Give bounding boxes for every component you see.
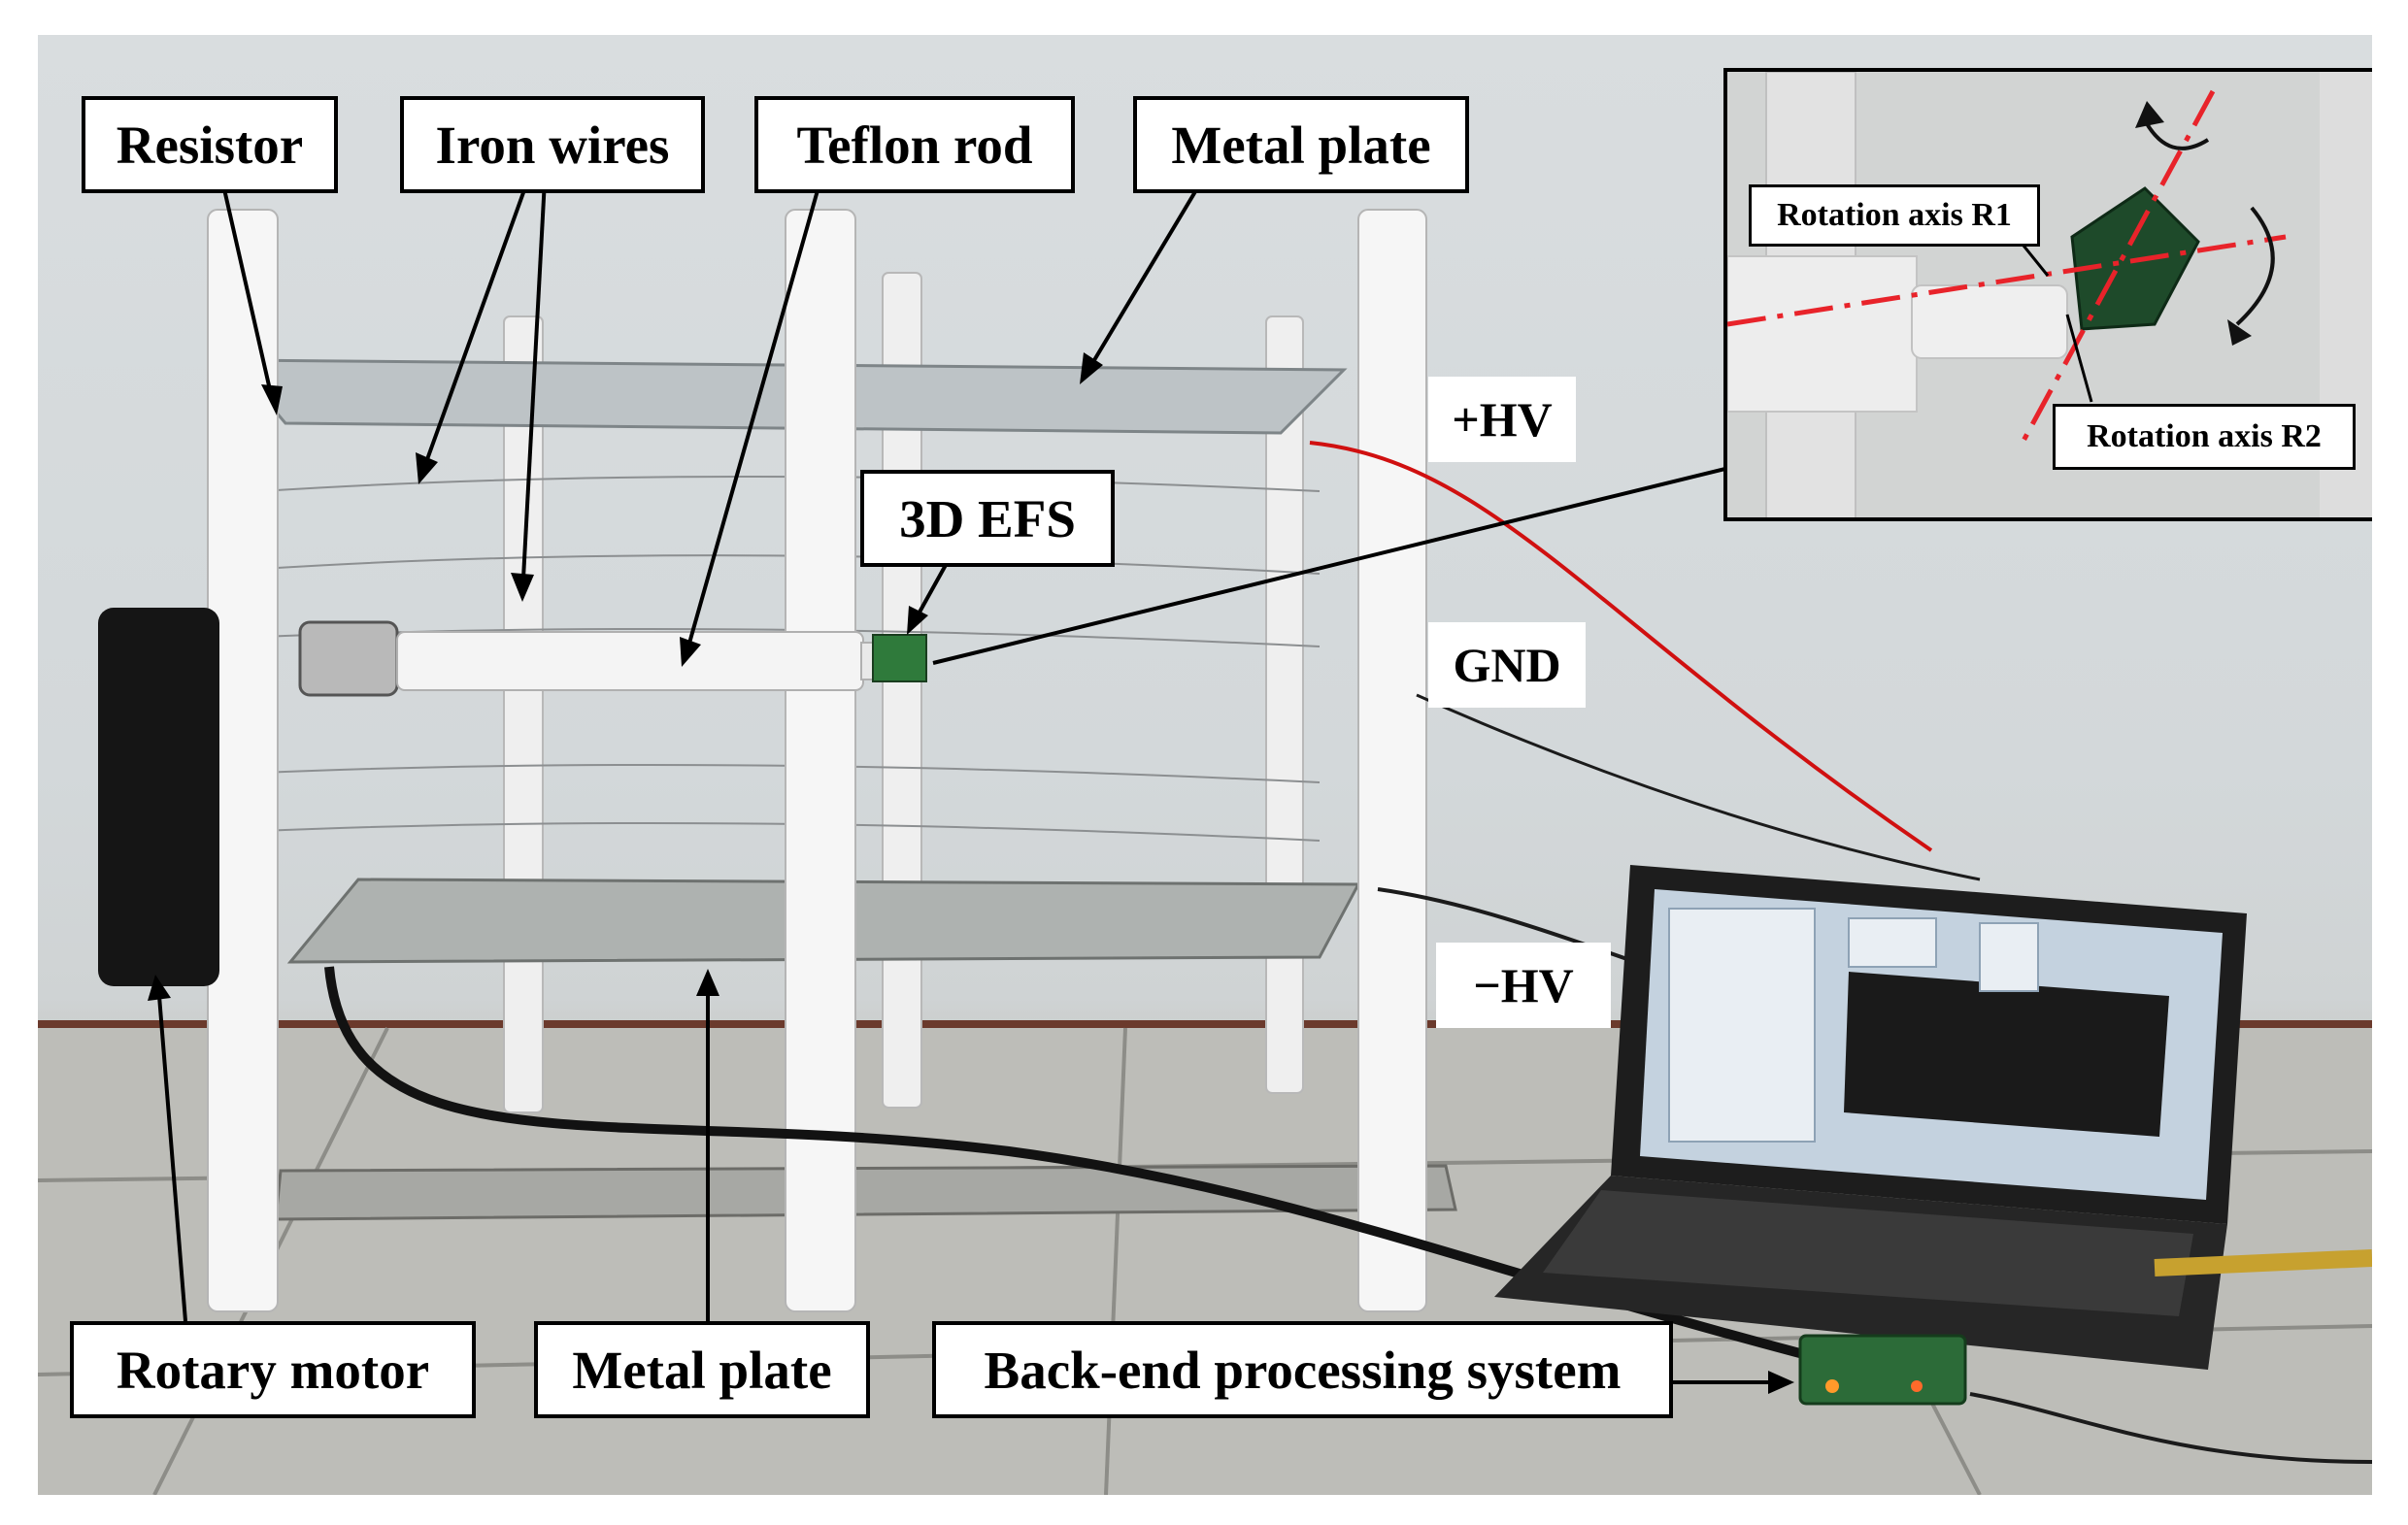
efs-sensor-board [872,634,927,682]
motor-coupling [298,620,399,697]
hv-positive-cable [1309,441,1933,852]
label-metal-plate-bottom: Metal plate [534,1321,870,1418]
inset-label-axis-r1: Rotation axis R1 [1749,184,2040,247]
label-rotary-motor: Rotary motor [70,1321,476,1418]
lab-scene-photo: Resistor Iron wires Teflon rod Metal pla… [38,35,2372,1495]
label-resistor: Resistor [82,96,338,193]
label-3d-efs: 3D EFS [860,470,1115,567]
label-iron-wires: Iron wires [400,96,705,193]
laptop-screen-panels [1668,908,2039,1143]
sensor-closeup-inset: Rotation axis R1 Rotation axis R2 [1723,68,2372,521]
label-backend-processing-system: Back-end processing system [932,1321,1673,1418]
label-teflon-rod: Teflon rod [754,96,1075,193]
gnd-cable [1416,693,1981,881]
laptop-screen-plot-area [1844,972,2169,1137]
axis-line-r1 [1727,234,2287,327]
processing-board [1798,1334,1967,1406]
front-posts [207,209,1427,1312]
label-gnd: GND [1428,622,1586,708]
base-rail [274,1164,1457,1221]
rotary-motor-body [98,608,219,986]
label-minus-hv: −HV [1436,943,1611,1028]
laptop-keyboard [1543,1190,2193,1316]
floor-skirting [38,1020,2372,1028]
teflon-rod-shape [396,631,864,691]
pointer-lines [157,123,1782,1384]
arrowheads [148,352,1794,1394]
label-plus-hv: +HV [1428,377,1576,462]
label-metal-plate-top: Metal plate [1133,96,1469,193]
inset-label-axis-r2: Rotation axis R2 [2053,404,2356,470]
